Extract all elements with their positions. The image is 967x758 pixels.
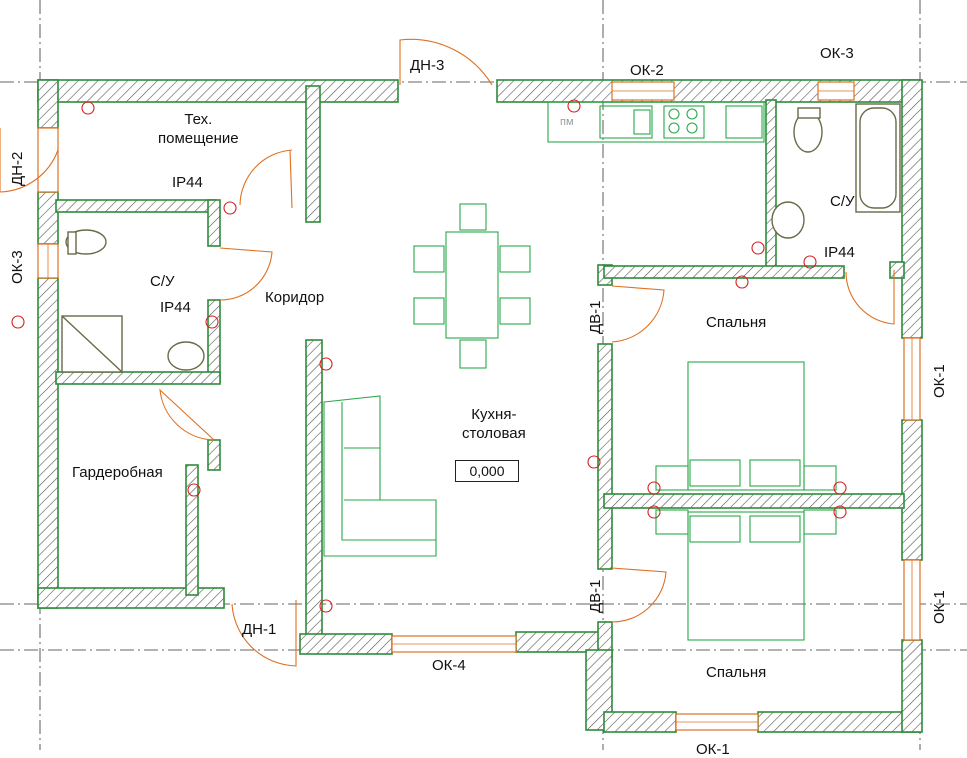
bath-fixtures [61,103,901,373]
ip-mark-bath-right: IP44 [824,244,855,261]
ip-mark-tech: IP44 [172,174,203,191]
kitchen-counter [547,101,765,143]
window-tag-ok2: ОК-2 [630,62,664,79]
door-tag-dn3: ДН-3 [410,57,445,74]
room-label-bedroom-top: Спальня [706,314,767,331]
window-tag-ok1-top: ОК-1 [931,364,948,398]
room-label-tech: Тех. помещение [158,111,239,147]
door-tag-dv1-bottom: ДВ-1 [587,579,604,613]
door-swings [0,38,895,667]
door-tag-dv1-top: ДВ-1 [587,300,604,334]
window-tag-ok1-bottom: ОК-1 [931,590,948,624]
socket-marks [11,99,847,613]
ip-mark-bath-left: IP44 [160,299,191,316]
room-label-bath-left: С/У [150,273,175,290]
room-label-corridor: Коридор [265,289,325,306]
floor-elevation-mark: 0,000 [455,460,519,482]
walls [37,79,923,733]
door-tag-dn2: ДН-2 [9,151,26,186]
window-tag-ok4: ОК-4 [432,657,466,674]
window-glass-lines [47,90,913,723]
window-tag-ok3-left: ОК-3 [9,250,26,284]
door-tag-dn1: ДН-1 [242,621,277,638]
room-label-bath-right: С/У [830,193,855,210]
beds [655,361,837,641]
room-label-kitchen: Кухня- столовая [462,406,526,442]
room-label-bedroom-bottom: Спальня [706,664,767,681]
window-tag-ok3-top: ОК-3 [820,45,854,62]
dining-table [413,203,531,369]
appliance-mark-pm: пм [560,116,574,128]
room-label-wardrobe: Гардеробная [72,464,163,481]
corner-sofa [323,395,437,557]
